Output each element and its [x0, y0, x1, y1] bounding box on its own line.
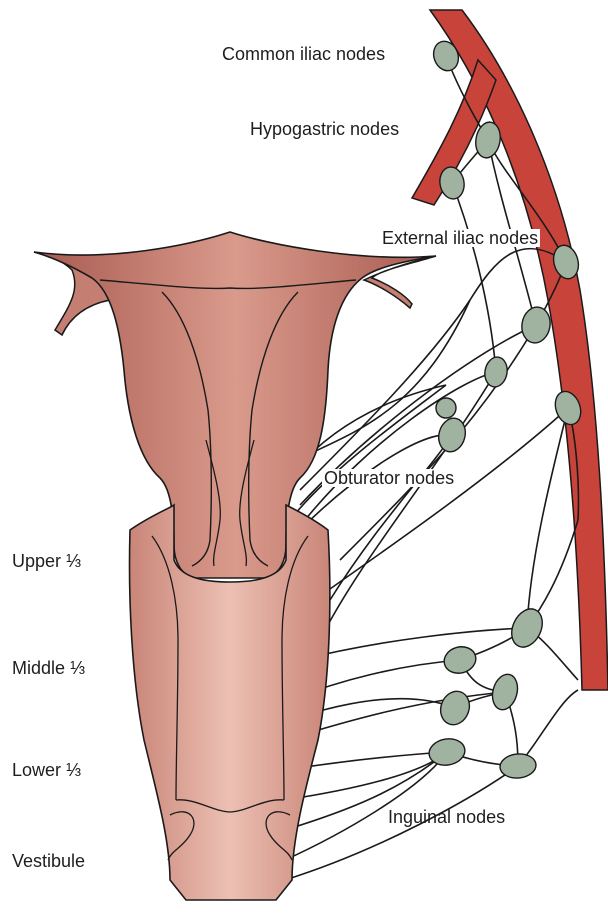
label-vestibule: Vestibule: [12, 852, 85, 870]
lymph-vessel: [300, 408, 568, 610]
lymph-vessel: [340, 325, 536, 560]
lymph-vessel: [300, 628, 527, 660]
obturator-node: [436, 398, 456, 418]
inguinal-node: [506, 604, 548, 652]
label-common-iliac-nodes: Common iliac nodes: [222, 45, 385, 63]
lymph-vessel: [452, 183, 496, 372]
label-hypogastric-nodes: Hypogastric nodes: [250, 120, 399, 138]
label-lower-third: Lower ⅓: [12, 761, 81, 779]
common-iliac-artery: [430, 10, 608, 690]
label-upper-third: Upper ⅓: [12, 552, 81, 570]
inguinal-node: [441, 643, 479, 676]
label-middle-third: Middle ⅓: [12, 659, 85, 677]
inguinal-node: [489, 672, 521, 713]
external-iliac-node: [483, 355, 510, 388]
label-inguinal-nodes: Inguinal nodes: [388, 808, 505, 826]
inguinal-node: [436, 687, 474, 729]
uterus: [34, 232, 436, 578]
lymph-vessel: [320, 372, 496, 640]
external-iliac-node: [519, 305, 553, 345]
label-obturator-nodes: Obturator nodes: [322, 469, 456, 487]
label-external-iliac-nodes: External iliac nodes: [380, 229, 540, 247]
inguinal-node: [499, 752, 537, 779]
iliac-artery: [412, 10, 608, 690]
